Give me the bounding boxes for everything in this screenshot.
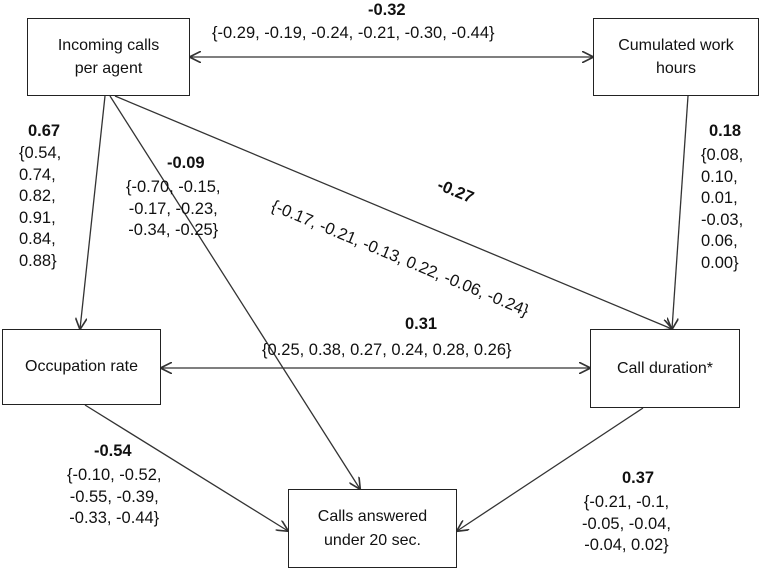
values-line: -0.04, 0.02} [584,536,669,555]
node-cumulated-work-hours: Cumulated work hours [593,18,759,96]
values-incoming-answered: {-0.70, -0.15, -0.17, -0.23, -0.34, -0.2… [126,177,220,242]
values-line: {0.54, [19,144,62,162]
values-line: -0.03, [701,210,744,229]
coef-incoming-occupation: 0.67 [28,122,61,140]
node-call-duration-label: Call duration* [616,359,714,377]
values-incoming-cumulated: {-0.29, -0.19, -0.24, -0.21, -0.30, -0.4… [212,24,495,42]
coef-occupation-duration: 0.31 [405,315,438,333]
values-line: -0.17, -0.23, [128,199,218,218]
node-calls-answered: Calls answered under 20 sec. [288,489,457,568]
values-line: -0.34, -0.25} [128,221,219,240]
values-line: 0.82, [19,187,56,206]
coef-occupation-answered: -0.54 [94,442,132,460]
node-incoming-calls-label: Incoming calls per agent [57,36,160,77]
node-cumulated-work-hours-label: Cumulated work hours [618,36,734,77]
values-line: {-0.21, -0.1, [583,493,670,511]
values-line: 0.00} [701,254,739,273]
values-line: 0.84, [19,230,56,249]
edge-occupation-answered [84,404,288,531]
values-cumulated-duration: {0.08, 0.10, 0.01, -0.03, 0.06, 0.00} [701,145,743,275]
values-incoming-occupation: {0.54, 0.74, 0.82, 0.91, 0.84, 0.88} [19,143,61,273]
values-line: {0.08, [701,146,744,164]
node-occupation-rate: Occupation rate [2,329,161,405]
edge-incoming-duration [114,95,672,329]
coef-cumulated-duration: 0.18 [709,122,742,140]
edge-duration-answered [457,407,644,531]
values-occupation-duration: {0.25, 0.38, 0.27, 0.24, 0.28, 0.26} [262,341,512,359]
values-line: 0.01, [701,189,738,208]
values-line: {-0.10, -0.52, [67,466,162,484]
values-occupation-answered: {-0.10, -0.52, -0.55, -0.39, -0.33, -0.4… [67,465,161,530]
values-line: 0.10, [701,167,738,186]
node-calls-answered-label: Calls answered under 20 sec. [317,508,428,549]
coef-incoming-cumulated: -0.32 [368,1,406,19]
values-line: 0.91, [19,208,56,227]
values-line: -0.55, -0.39, [69,487,159,506]
values-line: -0.33, -0.44} [69,509,160,528]
values-line: 0.06, [701,232,738,251]
edge-cumulated-duration [672,95,689,329]
values-duration-answered: {-0.21, -0.1, -0.05, -0.04, -0.04, 0.02} [582,492,671,557]
coef-incoming-answered: -0.09 [167,154,205,172]
values-line: 0.74, [19,165,56,184]
values-line: {-0.70, -0.15, [126,178,221,196]
node-incoming-calls: Incoming calls per agent [27,18,190,96]
edge-incoming-answered [109,95,360,489]
values-line: 0.88} [19,252,57,271]
values-line: -0.05, -0.04, [582,514,671,533]
edge-incoming-occupation [80,95,106,329]
node-occupation-rate-label: Occupation rate [25,358,138,376]
node-call-duration: Call duration* [590,329,740,408]
coef-duration-answered: 0.37 [622,469,655,487]
